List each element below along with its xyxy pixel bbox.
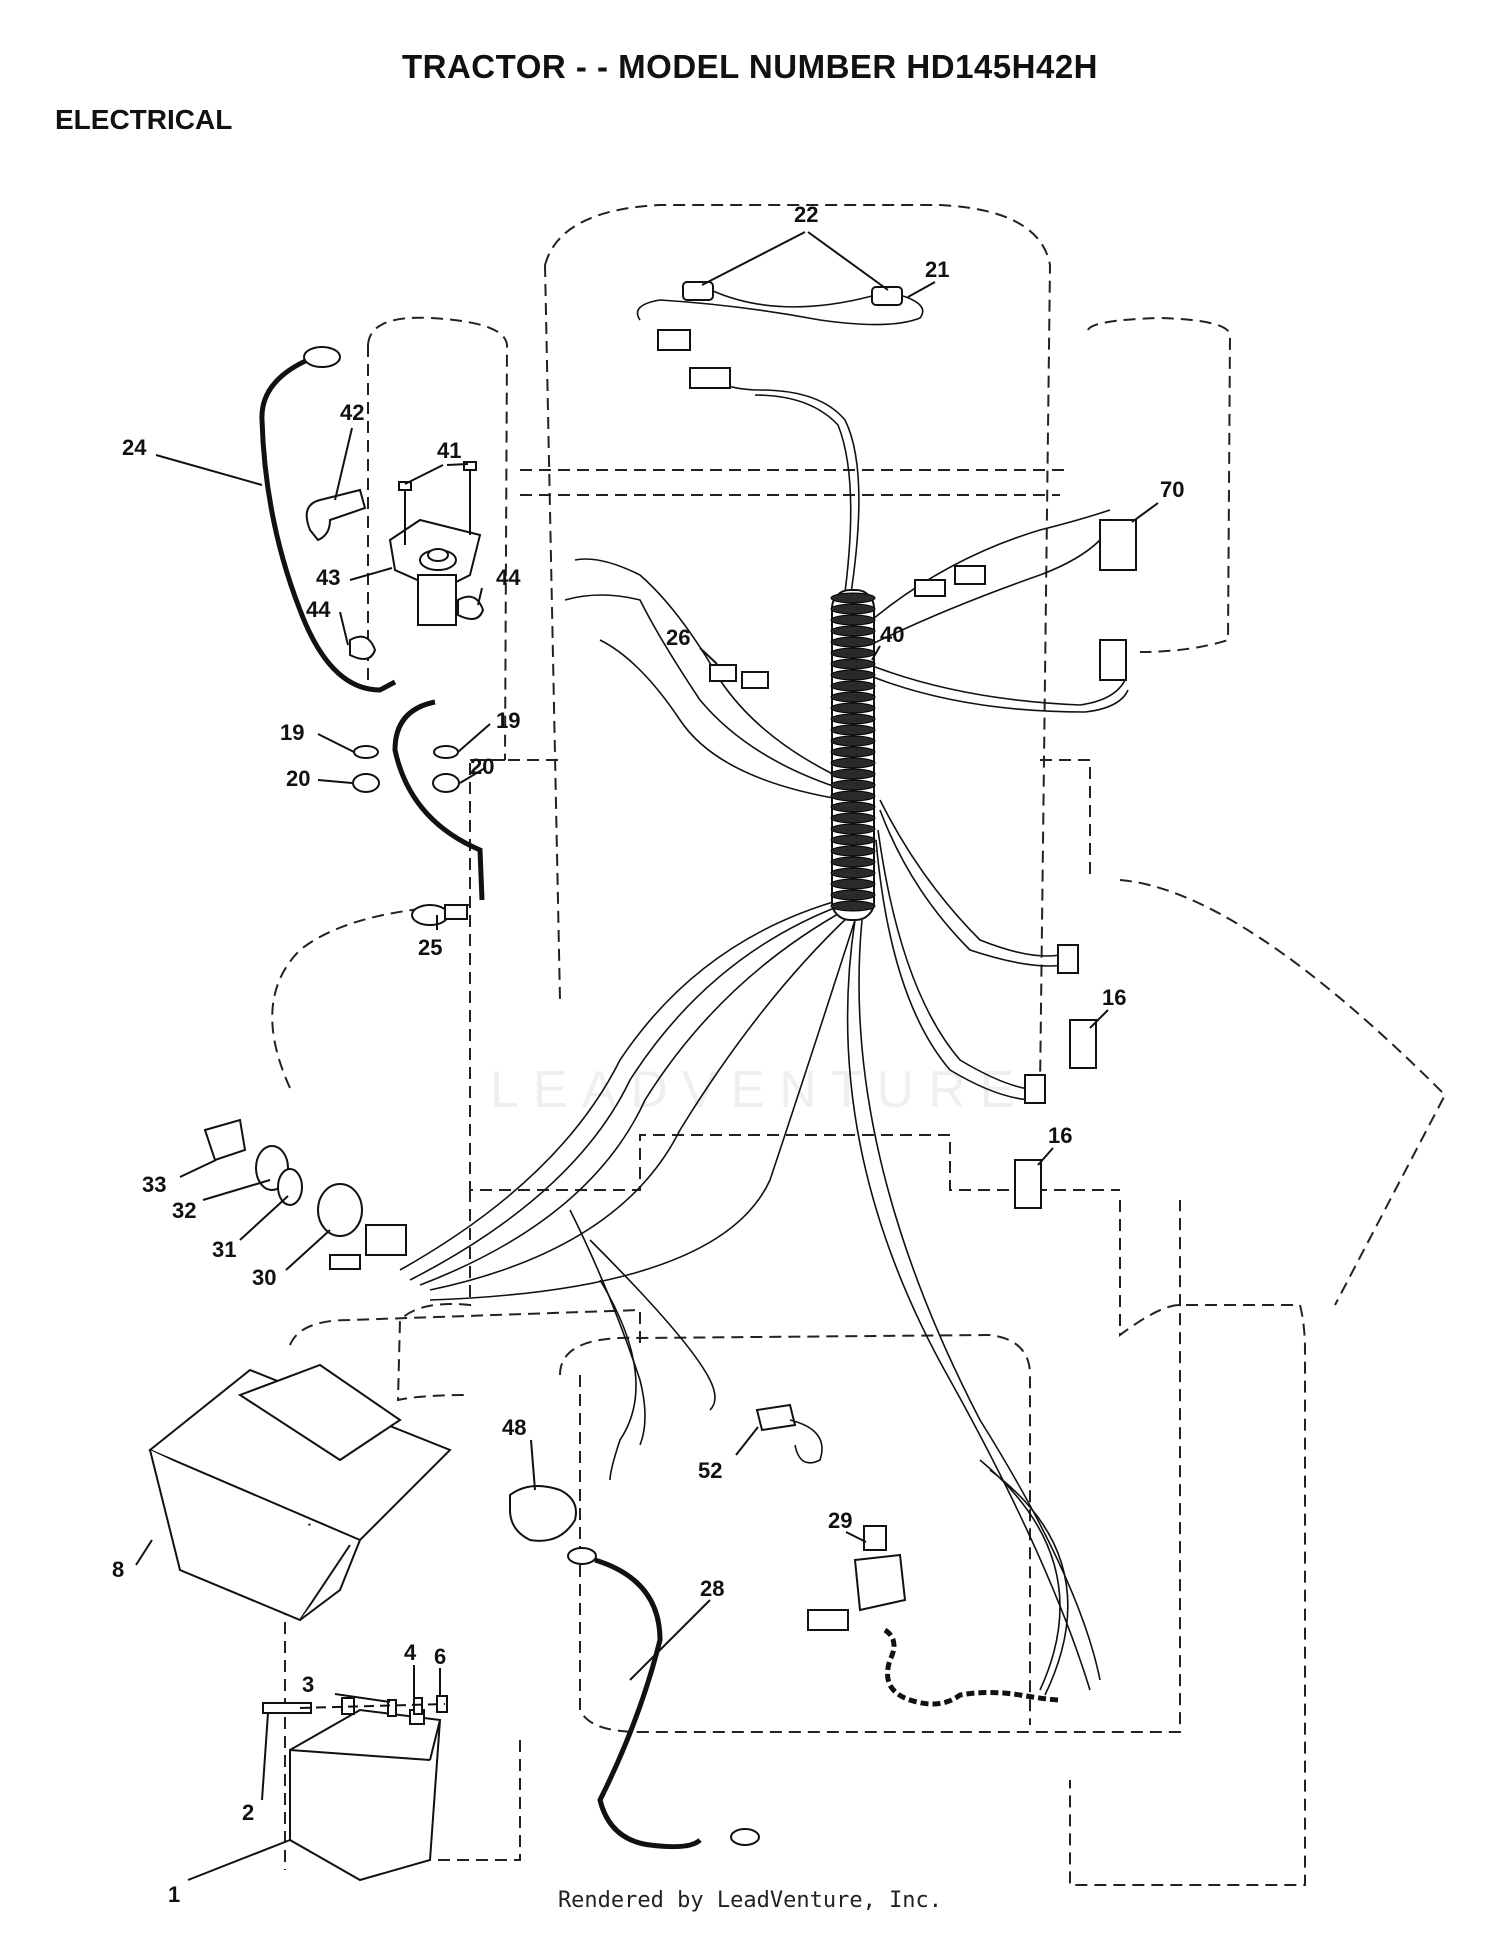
coil-ring (830, 768, 876, 780)
callout-22: 22 (794, 202, 818, 227)
coil-ring (830, 757, 876, 769)
callout-28: 28 (700, 1576, 724, 1601)
coil-ring (830, 702, 876, 714)
callout-31: 31 (212, 1237, 236, 1262)
battery-box (148, 1363, 452, 1622)
callout-43: 43 (316, 565, 340, 590)
coil-ring (830, 878, 876, 890)
callout-52: 52 (698, 1458, 722, 1483)
headlight-harness (636, 281, 924, 389)
callout-20-left: 20 (286, 766, 310, 791)
leader-lines (135, 231, 1159, 1881)
connectors (709, 519, 1137, 1209)
coil-ring (830, 680, 876, 692)
callout-16-upper: 16 (1102, 985, 1126, 1010)
coil-ring (830, 658, 876, 670)
callout-3: 3 (302, 1672, 314, 1697)
coil-ring (830, 592, 876, 604)
harness-coil (830, 589, 876, 921)
coil-ring (830, 790, 876, 802)
callout-4: 4 (404, 1640, 417, 1665)
callout-19-left: 19 (280, 720, 304, 745)
page-title: TRACTOR - - MODEL NUMBER HD145H42H (401, 48, 1098, 85)
coil-ring (830, 669, 876, 681)
coil-ring (830, 812, 876, 824)
callout-41: 41 (437, 438, 461, 463)
coil-ring (830, 867, 876, 879)
coil-ring (830, 834, 876, 846)
coil-ring (830, 625, 876, 637)
callout-19-right: 19 (496, 708, 520, 733)
callout-20-right: 20 (470, 754, 494, 779)
coil-ring (830, 779, 876, 791)
callout-8: 8 (112, 1557, 124, 1582)
callout-42: 42 (340, 400, 364, 425)
coil-ring (830, 713, 876, 725)
coil-ring (830, 746, 876, 758)
callout-30: 30 (252, 1265, 276, 1290)
ignition-switch (203, 1118, 407, 1270)
callout-labels: 22 21 24 42 41 70 43 44 44 26 40 19 19 2… (112, 202, 1184, 1907)
coil-ring (830, 636, 876, 648)
coil-ring (830, 801, 876, 813)
callout-44-right: 44 (496, 565, 521, 590)
coil-ring (830, 856, 876, 868)
callout-6: 6 (434, 1644, 446, 1669)
coil-ring (830, 823, 876, 835)
callout-24: 24 (122, 435, 147, 460)
wire-harness (399, 369, 1129, 1696)
watermark: LEADVENTURE (490, 1061, 1029, 1119)
coil-ring (830, 603, 876, 615)
callout-33: 33 (142, 1172, 166, 1197)
chassis-outline (271, 204, 1447, 1886)
callout-1: 1 (168, 1882, 180, 1907)
cables-lower (509, 1403, 1061, 1850)
coil-ring (830, 735, 876, 747)
coil-ring (830, 889, 876, 901)
callout-32: 32 (172, 1198, 196, 1223)
callout-48: 48 (502, 1415, 526, 1440)
coil-ring (830, 724, 876, 736)
callout-29: 29 (828, 1508, 852, 1533)
footer-credit: Rendered by LeadVenture, Inc. (557, 1888, 943, 1913)
callout-2: 2 (242, 1800, 254, 1825)
callout-16-lower: 16 (1048, 1123, 1072, 1148)
ground-cable (259, 346, 485, 926)
callout-44-left: 44 (306, 597, 331, 622)
solenoid (305, 461, 485, 793)
coil-ring (830, 647, 876, 659)
coil-ring (830, 900, 876, 912)
callout-70: 70 (1160, 477, 1184, 502)
coil-ring (830, 614, 876, 626)
coil-ring (830, 845, 876, 857)
callout-26: 26 (666, 625, 690, 650)
battery (262, 1695, 448, 1882)
callout-21: 21 (925, 257, 949, 282)
coil-ring (830, 691, 876, 703)
callout-40: 40 (880, 622, 904, 647)
callout-25: 25 (418, 935, 442, 960)
section-heading: ELECTRICAL (55, 104, 233, 135)
